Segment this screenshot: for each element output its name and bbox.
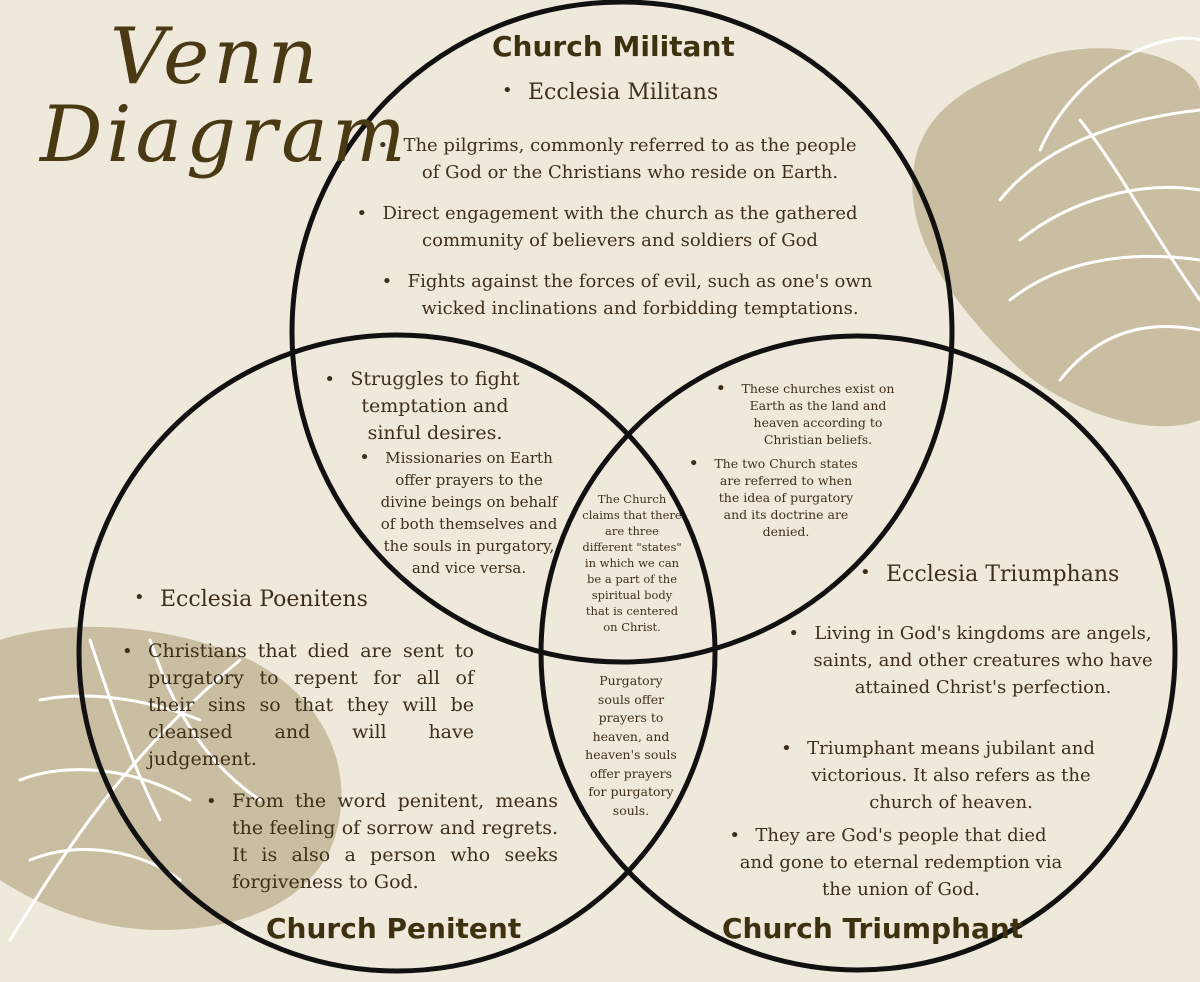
- triumphant-point-3-text: They are God's people that died and gone…: [740, 825, 1062, 900]
- overlap-penitent-triumphant-text: Purgatory souls offer prayers to heaven,…: [585, 673, 677, 818]
- overlap-militant-triumphant-point-1: These churches exist on Earth as the lan…: [728, 380, 908, 448]
- militant-subtitle: Ecclesia Militans: [528, 80, 718, 105]
- monstera-leaf-top-right: [998, 36, 1200, 382]
- triumphant-point-1: Living in God's kingdoms are angels, sai…: [808, 620, 1158, 701]
- penitent-point-1: Christians that died are sent to purgato…: [148, 638, 474, 773]
- penitent-point-2: From the word penitent, means the feelin…: [232, 788, 558, 896]
- center-overlap-text: The Church claims that there are three d…: [582, 492, 682, 634]
- circle-church-triumphant: [538, 333, 1178, 973]
- overlap-militant-penitent-point-1: Struggles to fight temptation and sinful…: [340, 366, 530, 447]
- overlap-mp-point-2-text: Missionaries on Earth offer prayers to t…: [381, 449, 558, 577]
- triumphant-point-2-text: Triumphant means jubilant and victorious…: [807, 738, 1095, 813]
- triumphant-title: Church Triumphant: [722, 912, 1024, 945]
- militant-point-2: Direct engagement with the church as the…: [360, 200, 880, 254]
- militant-subtitle-text: Ecclesia Militans: [528, 80, 718, 105]
- diagram-title: Venn Diagram: [40, 12, 410, 180]
- penitent-subtitle: Ecclesia Poenitens: [160, 587, 368, 612]
- title-line-1: Venn: [110, 12, 322, 102]
- circle-church-militant: [289, 0, 955, 665]
- penitent-subtitle-text: Ecclesia Poenitens: [160, 587, 368, 612]
- overlap-mt-point-1-text: These churches exist on Earth as the lan…: [742, 381, 895, 447]
- overlap-mt-point-2-text: The two Church states are referred to wh…: [714, 456, 857, 539]
- militant-point-1-text: The pilgrims, commonly referred to as th…: [403, 135, 856, 183]
- triumphant-point-2: Triumphant means jubilant and victorious…: [786, 735, 1116, 816]
- triumphant-subtitle-text: Ecclesia Triumphans: [886, 562, 1119, 587]
- militant-point-3: Fights against the forces of evil, such …: [390, 268, 890, 322]
- overlap-militant-penitent-point-2: Missionaries on Earth offer prayers to t…: [376, 447, 562, 579]
- triumphant-point-1-text: Living in God's kingdoms are angels, sai…: [813, 623, 1152, 698]
- militant-point-2-text: Direct engagement with the church as the…: [382, 203, 857, 251]
- militant-title: Church Militant: [492, 30, 735, 63]
- circle-church-penitent: [76, 332, 718, 974]
- overlap-militant-triumphant-point-2: The two Church states are referred to wh…: [710, 455, 862, 540]
- title-line-2: Diagram: [40, 90, 410, 180]
- triumphant-subtitle: Ecclesia Triumphans: [886, 562, 1119, 587]
- penitent-title: Church Penitent: [266, 912, 522, 945]
- militant-point-1: The pilgrims, commonly referred to as th…: [392, 132, 868, 186]
- overlap-mp-point-1-text: Struggles to fight temptation and sinful…: [350, 368, 519, 444]
- penitent-point-1-text: Christians that died are sent to purgato…: [148, 640, 474, 770]
- militant-point-3-text: Fights against the forces of evil, such …: [408, 271, 873, 319]
- penitent-point-2-text: From the word penitent, means the feelin…: [232, 790, 558, 893]
- triumphant-point-3: They are God's people that died and gone…: [736, 822, 1066, 903]
